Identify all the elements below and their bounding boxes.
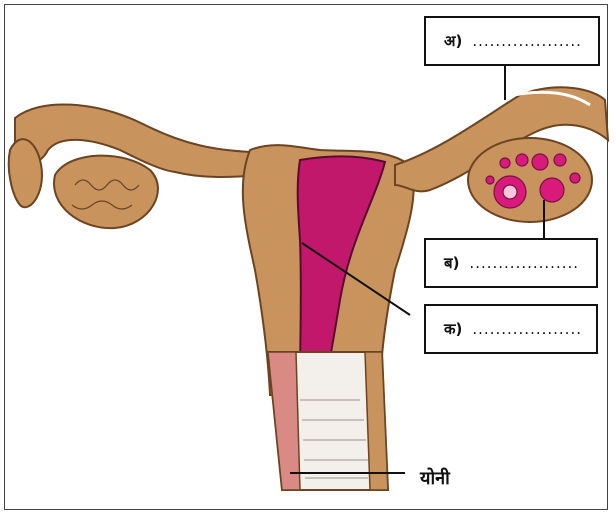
label-box-c: क) ...................	[424, 304, 598, 354]
label-box-a: अ) ...................	[424, 16, 600, 66]
left-ovary	[54, 156, 158, 229]
vaginal-wall-left	[268, 352, 300, 490]
label-b-blank: ...................	[469, 254, 579, 272]
vagina-label: योनी	[420, 466, 450, 490]
left-fimbriae	[9, 139, 42, 207]
label-box-b: ब) ...................	[424, 238, 598, 288]
label-a-marker: अ)	[444, 31, 462, 51]
label-a-blank: ...................	[472, 32, 582, 50]
label-c-marker: क)	[444, 319, 462, 339]
label-b-marker: ब)	[444, 253, 459, 273]
label-c-blank: ...................	[472, 320, 582, 338]
